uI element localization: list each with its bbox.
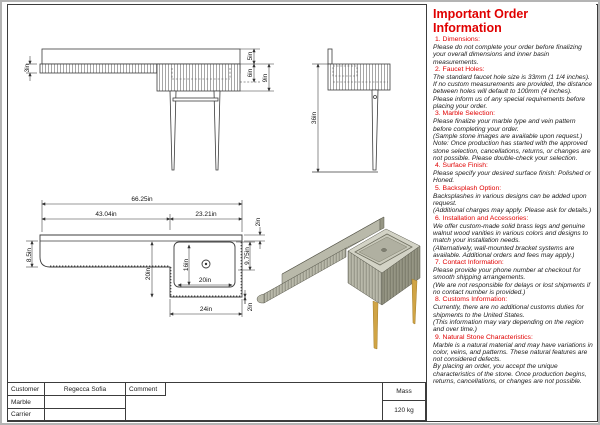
side-hidden-basin [332, 65, 388, 83]
dim-basin-height: 16in [183, 258, 190, 271]
side-leg-dowel [373, 95, 377, 99]
carrier-label: Carrier [11, 411, 31, 418]
carrier-label-cell: Carrier [7, 408, 45, 421]
mass-label: Mass [396, 388, 412, 395]
section-body: Backsplashes in various designs can be a… [433, 192, 592, 215]
iso-drain [381, 248, 387, 252]
front-sink-apron [156, 63, 241, 92]
section-heading: 4. Surface Finish: [435, 162, 488, 170]
dim-band: 3in [24, 63, 31, 72]
dim-left-width: 43.04in [95, 211, 117, 218]
dim-back-edge: 2in [255, 217, 262, 226]
section-body: We offer custom-made solid brass legs an… [433, 222, 589, 259]
section-body: Currently, there are no additional custo… [433, 304, 584, 334]
section-heading: 6. Installation and Accessories: [435, 214, 529, 222]
section-body: Marble is a natural material and may hav… [433, 341, 593, 385]
section-body: Please provide your phone number at chec… [433, 267, 591, 297]
section-installation: 6. Installation and Accessories: We offe… [433, 215, 593, 259]
section-heading: 3. Marble Selection: [435, 110, 496, 118]
mass-label-cell: Mass [382, 382, 426, 401]
front-leg-right [213, 90, 221, 171]
marble-label: Marble [11, 398, 31, 406]
customer-label-cell: Customer [7, 382, 45, 396]
iso-leg-rear [411, 278, 418, 325]
title-block: Customer Regecca Sofia Comment Marble Ca… [7, 382, 426, 421]
side-backsplash [327, 48, 333, 65]
dim-total-width: 66.25in [131, 196, 153, 203]
dim-right-depth: 20in [145, 267, 152, 280]
plan-view [39, 234, 243, 298]
iso-backsplash-end [379, 216, 385, 231]
side-body [327, 63, 391, 91]
faucet-hole-center [204, 262, 208, 266]
dim-side-height: 36in [311, 111, 318, 124]
side-leg [371, 89, 379, 171]
section-body: Please finalize your marble type and vei… [433, 118, 591, 162]
plan-view-labels: 66.25in 43.04in 23.21in 2in 9.75in 20in … [26, 196, 262, 313]
section-body: The standard faucet hole size is 33mm (1… [433, 73, 593, 111]
front-view [39, 48, 241, 171]
marble-value-cell [44, 395, 126, 409]
front-backsplash [41, 48, 241, 65]
dim-basin-depth: 6in [247, 68, 254, 77]
section-heading: 2. Faucet Holes: [435, 65, 485, 73]
section-marble-selection: 3. Marble Selection: Please finalize you… [433, 110, 593, 162]
faucet-hole [201, 259, 211, 269]
section-faucet-holes: 2. Faucet Holes: The standard faucet hol… [433, 66, 593, 110]
section-backsplash-option: 5. Backsplash Option: Backsplashes in va… [433, 185, 593, 215]
panel-title: Important Order Information [433, 7, 529, 35]
section-heading: 9. Natural Stone Characteristics: [435, 333, 533, 341]
marble-label-cell: Marble [7, 395, 45, 409]
dim-basin-offset: 9.75in [244, 247, 251, 265]
dim-apron-total: 9in [262, 73, 269, 82]
section-body: Please do not complete your order before… [433, 44, 582, 66]
comment-label-cell: Comment [125, 382, 166, 396]
section-natural-stone: 9. Natural Stone Characteristics: Marble… [433, 334, 593, 386]
drawing-area: 3in 5in 6in 9in 36in [24, 48, 421, 350]
dim-left-depth: 8.5in [26, 248, 33, 262]
side-view-dims [312, 63, 328, 173]
iso-view [256, 216, 421, 350]
carrier-value-cell [44, 408, 126, 421]
section-contact-information: 7. Contact Information: Please provide y… [433, 259, 593, 296]
section-heading: 8. Customs Information: [435, 296, 508, 304]
section-surface-finish: 4. Surface Finish: Please specify your d… [433, 162, 593, 185]
section-heading: 5. Backsplash Option: [435, 184, 502, 192]
customer-value: Regecca Sofia [63, 385, 107, 393]
iso-counter-rounded-end [256, 293, 265, 304]
section-customs-information: 8. Customs Information: Currently, there… [433, 296, 593, 333]
front-view-labels: 3in 5in 6in 9in [24, 51, 269, 82]
section-heading: 1. Dimensions: [435, 36, 480, 43]
front-stretcher [172, 97, 219, 102]
front-view-dims [26, 48, 274, 92]
front-leg-left [169, 90, 177, 171]
dim-basin-width: 20in [199, 277, 212, 284]
comment-label: Comment [129, 385, 158, 393]
plan-view-dims [26, 200, 265, 317]
side-view [312, 48, 391, 173]
order-information-panel: Important Order Information 1. Dimension… [426, 4, 596, 421]
customer-label: Customer [11, 385, 40, 393]
iso-leg-front [372, 300, 379, 350]
dim-front-edge: 2in [247, 302, 254, 311]
dim-right-width: 23.21in [195, 211, 217, 218]
dim-backsplash: 5in [247, 51, 254, 60]
front-hidden-basin [171, 68, 231, 80]
section-body: Please specify your desired surface fini… [433, 170, 591, 185]
plan-fluted-edges [50, 242, 242, 297]
mass-value: 120 kg [394, 407, 414, 414]
mass-value-cell: 120 kg [382, 400, 426, 421]
section-dimensions: 1. Dimensions: Please do not complete yo… [433, 36, 593, 66]
dim-section-width: 24in [200, 306, 213, 313]
customer-value-cell: Regecca Sofia [44, 382, 126, 396]
section-heading: 7. Contact Information: [435, 259, 504, 267]
